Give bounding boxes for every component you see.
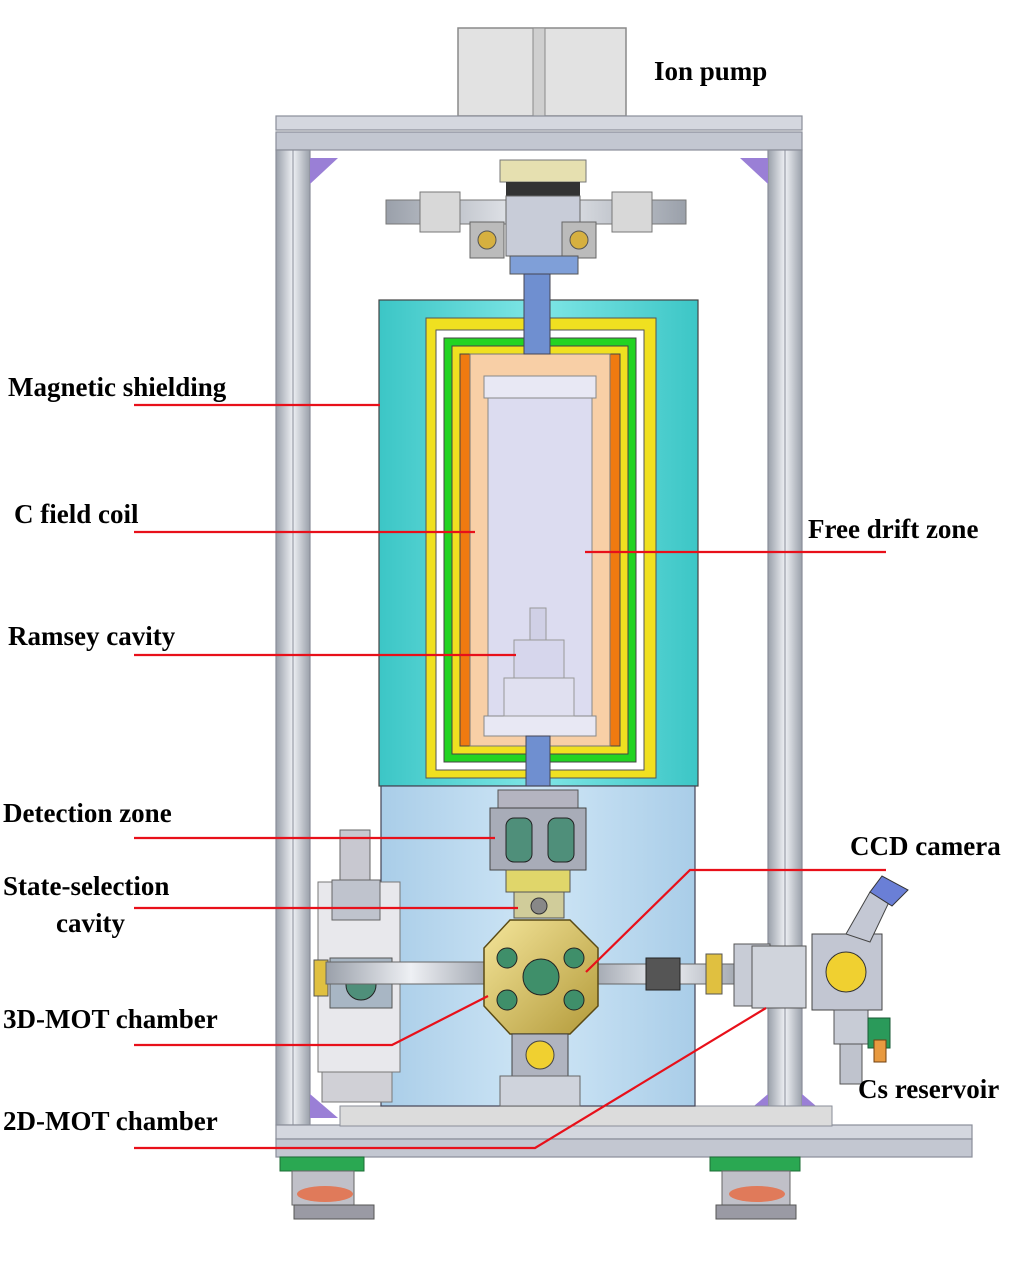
label-ion-pump: Ion pump (654, 56, 767, 86)
label-free-drift-zone: Free drift zone (808, 514, 978, 544)
label-state-selection-line2: cavity (56, 908, 125, 938)
label-cs-reservoir: Cs reservoir (858, 1074, 999, 1104)
leader-3d-mot (134, 995, 489, 1047)
label-detection-zone: Detection zone (3, 798, 172, 828)
3d-mot-chamber (483, 919, 599, 1107)
detection-zone-chamber (489, 789, 587, 893)
label-2d-mot-chamber: 2D-MOT chamber (3, 1106, 218, 1136)
leader-ccd-camera (585, 868, 886, 973)
leader-lines (134, 403, 886, 1150)
labels: Ion pump Magnetic shielding C field coil… (3, 56, 1001, 1136)
label-c-field-coil: C field coil (14, 499, 139, 529)
label-3d-mot-chamber: 3D-MOT chamber (3, 1004, 218, 1034)
ramsey-cavity-structure (503, 607, 575, 717)
ion-pump (457, 27, 627, 117)
ccd-camera-assembly (751, 875, 909, 1011)
state-selection-cavity (513, 891, 565, 919)
label-state-selection-line1: State-selection (3, 871, 169, 901)
label-ccd-camera: CCD camera (850, 831, 1001, 861)
cs-reservoir-assembly (833, 1009, 891, 1085)
leader-2d-mot (134, 1007, 767, 1150)
label-magnetic-shielding: Magnetic shielding (8, 372, 227, 402)
label-ramsey-cavity: Ramsey cavity (8, 621, 176, 651)
leveling-feet (279, 1156, 801, 1220)
vacuum-cross (385, 159, 687, 275)
